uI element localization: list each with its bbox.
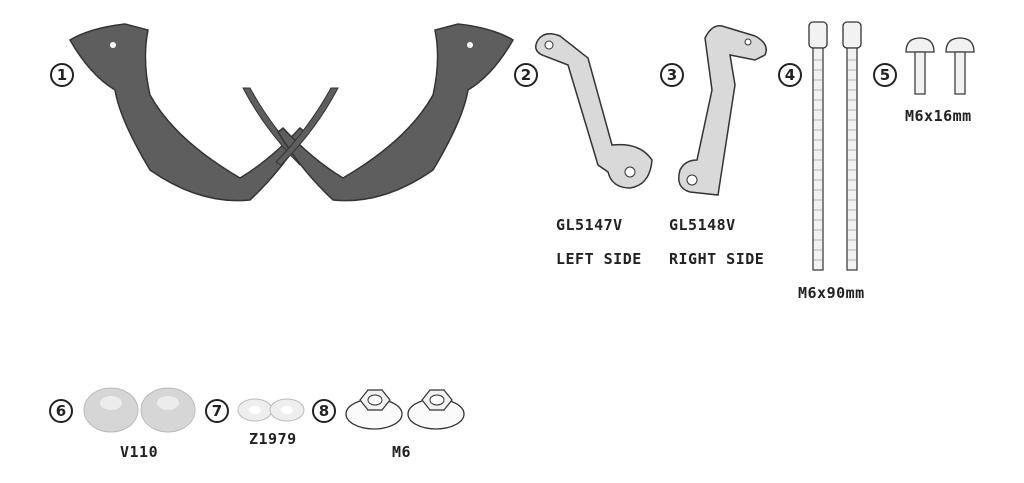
label-part-2-code: GL5147V <box>556 216 623 234</box>
handguard-right <box>275 23 515 202</box>
part-number-5: 5 <box>873 63 897 87</box>
part-number-7: 7 <box>205 399 229 423</box>
part-number-1: 1 <box>50 63 74 87</box>
short-bolt-2 <box>945 37 975 95</box>
bracket-left <box>535 33 653 189</box>
part-number-8: 8 <box>312 399 336 423</box>
label-part-4-size: M6x90mm <box>798 284 865 302</box>
long-bolt-1 <box>808 21 828 271</box>
washer-1 <box>237 398 273 422</box>
short-bolt-1 <box>905 37 935 95</box>
label-part-2-side: LEFT SIDE <box>556 250 642 268</box>
nut-1 <box>345 389 403 430</box>
label-part-3-code: GL5148V <box>669 216 736 234</box>
part-number-3: 3 <box>660 63 684 87</box>
part-number-6: 6 <box>49 399 73 423</box>
label-part-8-code: M6 <box>392 443 412 461</box>
part-number-4: 4 <box>778 63 802 87</box>
long-bolt-2 <box>842 21 862 271</box>
label-part-5-size: M6x16mm <box>905 107 972 125</box>
handguard-left <box>68 23 306 202</box>
label-part-6-code: V110 <box>120 443 159 461</box>
part-number-2: 2 <box>514 63 538 87</box>
label-part-3-side: RIGHT SIDE <box>669 250 765 268</box>
washer-2 <box>269 398 305 422</box>
bracket-right <box>678 25 767 196</box>
spacer-1 <box>83 387 139 433</box>
label-part-7-code: Z1979 <box>249 430 297 448</box>
spacer-2 <box>140 387 196 433</box>
nut-2 <box>407 389 465 430</box>
